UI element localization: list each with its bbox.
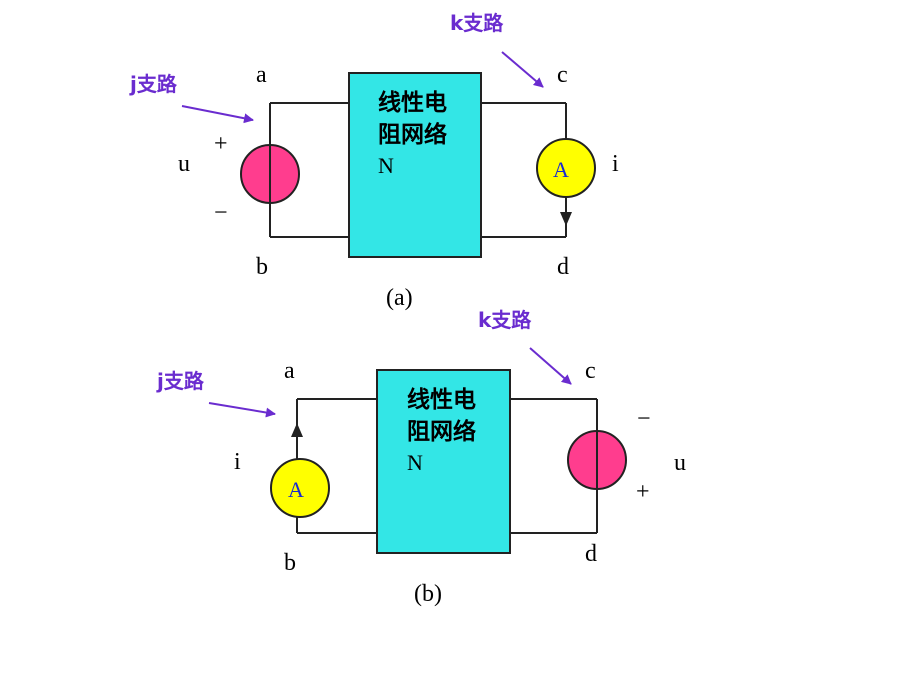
plus-sign-b: + bbox=[636, 479, 650, 505]
ammeter-b bbox=[270, 458, 330, 518]
ammeter-label-b: A bbox=[288, 477, 304, 502]
node-d-label-b: d bbox=[585, 541, 597, 567]
current-arrow-b-icon bbox=[291, 423, 303, 437]
network-name-b: N bbox=[407, 450, 423, 475]
diagram-b: 线性电 阻网络 N A i − + u a b c d j支路 k支路 (b) bbox=[156, 308, 686, 607]
network-box-a bbox=[348, 72, 482, 258]
node-c-label-a: c bbox=[557, 62, 568, 88]
node-b-label-a: b bbox=[256, 254, 268, 280]
network-box-b bbox=[376, 369, 511, 554]
node-d-label-a: d bbox=[557, 254, 569, 280]
network-label-line1-a: 线性电 bbox=[378, 89, 447, 116]
voltage-label-b: u bbox=[674, 450, 686, 476]
branch-j-label-a: j支路 bbox=[129, 72, 178, 96]
branch-j-label-b: j支路 bbox=[156, 369, 205, 393]
current-label-a: i bbox=[612, 151, 619, 177]
network-label-line2-a: 阻网络 bbox=[378, 121, 447, 148]
minus-sign-b: − bbox=[637, 406, 651, 432]
ammeter-label-a: A bbox=[553, 157, 569, 182]
branch-k-arrow-b bbox=[529, 347, 572, 385]
current-label-b: i bbox=[234, 449, 241, 475]
diagram-a: 线性电 阻网络 N u + − A i a b c d j支路 k支路 (a) bbox=[129, 11, 619, 311]
network-label-line1-b: 线性电 bbox=[407, 386, 476, 413]
node-a-label-a: a bbox=[256, 62, 267, 88]
node-b-label-b: b bbox=[284, 550, 296, 576]
network-name-a: N bbox=[378, 153, 394, 178]
branch-k-label-b: k支路 bbox=[478, 308, 532, 332]
branch-k-label-a: k支路 bbox=[450, 11, 504, 35]
plus-sign-a: + bbox=[214, 131, 228, 157]
node-a-label-b: a bbox=[284, 358, 295, 384]
caption-b: (b) bbox=[414, 581, 442, 607]
branch-k-arrow-a bbox=[501, 51, 544, 88]
network-label-line2-b: 阻网络 bbox=[407, 418, 476, 445]
minus-sign-a: − bbox=[214, 200, 228, 226]
branch-j-arrow-b bbox=[208, 402, 276, 418]
voltage-label-a: u bbox=[178, 151, 190, 177]
node-c-label-b: c bbox=[585, 358, 596, 384]
branch-j-arrow-a bbox=[181, 105, 254, 124]
caption-a: (a) bbox=[386, 285, 413, 311]
current-arrow-a-icon bbox=[560, 212, 572, 226]
